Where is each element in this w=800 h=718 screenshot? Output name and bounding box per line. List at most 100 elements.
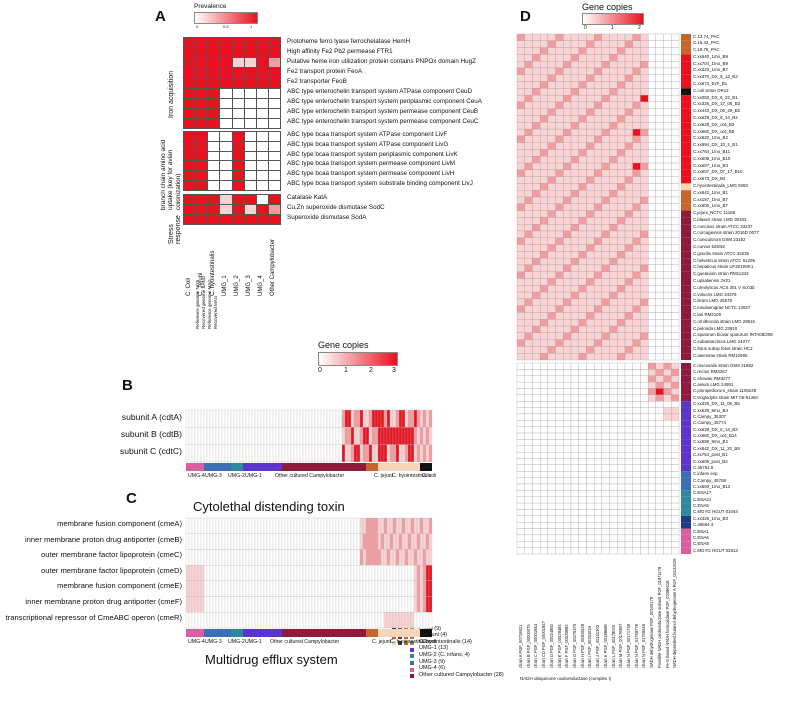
heat-cell (609, 224, 618, 232)
heat-cell (272, 444, 277, 463)
heat-cell (647, 445, 657, 453)
heat-cell (524, 128, 533, 137)
heat-cell (281, 444, 286, 463)
heat-cell (601, 61, 610, 69)
heat-cell (640, 471, 649, 478)
heat-cell (395, 517, 400, 534)
heat-cell (284, 596, 289, 613)
heat-cell (386, 427, 391, 445)
heat-cell (539, 122, 549, 130)
heat-cell (570, 257, 579, 266)
heat-cell (640, 196, 649, 204)
heat-cell (290, 596, 295, 613)
heat-cell (197, 549, 202, 566)
heat-cell (338, 533, 343, 550)
heat-cell (593, 528, 603, 536)
heat-cell (194, 564, 199, 582)
heat-cell (299, 580, 304, 597)
heat-cell (563, 319, 572, 327)
heat-cell (326, 596, 331, 613)
heat-cell (640, 388, 649, 395)
group-bar-segment (681, 433, 691, 440)
heat-cell (233, 564, 238, 582)
heat-cell (632, 401, 641, 408)
heat-cell (578, 230, 587, 238)
heat-cell (655, 224, 664, 232)
heat-cell (281, 596, 286, 613)
heat-cell (617, 464, 626, 472)
heat-cell (278, 612, 283, 629)
group-bar-segment (681, 142, 691, 150)
heat-cell (401, 409, 406, 428)
heat-cell (601, 190, 610, 198)
heat-cell (516, 203, 525, 211)
heat-cell (632, 332, 641, 340)
group-bar-segment (681, 34, 691, 41)
heat-cell (299, 564, 304, 582)
heat-cell (516, 94, 525, 103)
heat-cell (332, 549, 337, 566)
heat-cell (281, 549, 286, 566)
heat-cell (655, 490, 664, 497)
legend-swatch (410, 641, 414, 646)
heat-cell (353, 564, 358, 582)
group-bar-segment (681, 503, 691, 510)
heat-cell (624, 528, 633, 536)
heat-cell (218, 580, 223, 597)
heat-cell (220, 118, 232, 128)
heat-cell (570, 471, 579, 478)
heat-cell (516, 271, 525, 279)
heat-cell (196, 108, 208, 118)
heat-cell (563, 445, 572, 453)
heat-cell (609, 101, 618, 109)
heat-cell (578, 237, 587, 245)
heat-cell (563, 203, 572, 211)
nadh-column-label: chain G PGF_00276470 (572, 623, 577, 668)
heat-cell (640, 413, 649, 421)
heat-cell (308, 444, 313, 463)
heat-cell (632, 541, 641, 548)
heat-cell (244, 181, 256, 190)
heat-cell (317, 517, 322, 534)
heat-cell (570, 528, 579, 536)
heat-cell (593, 237, 603, 245)
gene-row-label: Fe2 transporter FeoB (287, 77, 347, 85)
heat-cell (221, 409, 226, 428)
heat-cell (539, 509, 549, 516)
heat-cell (184, 98, 196, 108)
heat-cell (293, 596, 298, 613)
taxon-column-label: C. Coli (186, 277, 192, 296)
heat-cell (570, 285, 579, 293)
heat-cell (632, 176, 641, 184)
heat-cell (383, 549, 388, 566)
heat-cell (578, 162, 587, 170)
heat-cell (563, 312, 572, 320)
heat-cell (593, 312, 603, 320)
heat-cell (609, 353, 618, 361)
heat-cell (532, 257, 541, 266)
heat-cell (578, 244, 587, 252)
heat-cell (555, 420, 564, 427)
group-bottom-label: Other cultured Campylobacter (270, 639, 340, 645)
heat-cell (532, 190, 541, 198)
heat-cell (632, 464, 641, 472)
heat-cell (196, 195, 208, 204)
heat-cell (407, 409, 412, 428)
heat-cell (539, 426, 549, 434)
heat-cell (251, 533, 256, 550)
heat-cell (624, 339, 633, 347)
heat-cell (215, 612, 220, 629)
heat-cell (311, 444, 316, 463)
heat-cell (359, 427, 364, 445)
heat-cell (570, 101, 579, 109)
heat-cell (539, 477, 549, 485)
taxon-row-label: C.sputorum biovar sputorum INTA08/209 (693, 332, 773, 338)
heat-cell (539, 339, 549, 347)
heat-cell (194, 444, 199, 463)
heat-cell (617, 515, 626, 523)
heat-cell (609, 156, 618, 164)
heat-cell (617, 217, 626, 225)
heat-cell (308, 564, 313, 582)
group-bar-segment (681, 115, 691, 123)
heat-cell (206, 444, 211, 463)
